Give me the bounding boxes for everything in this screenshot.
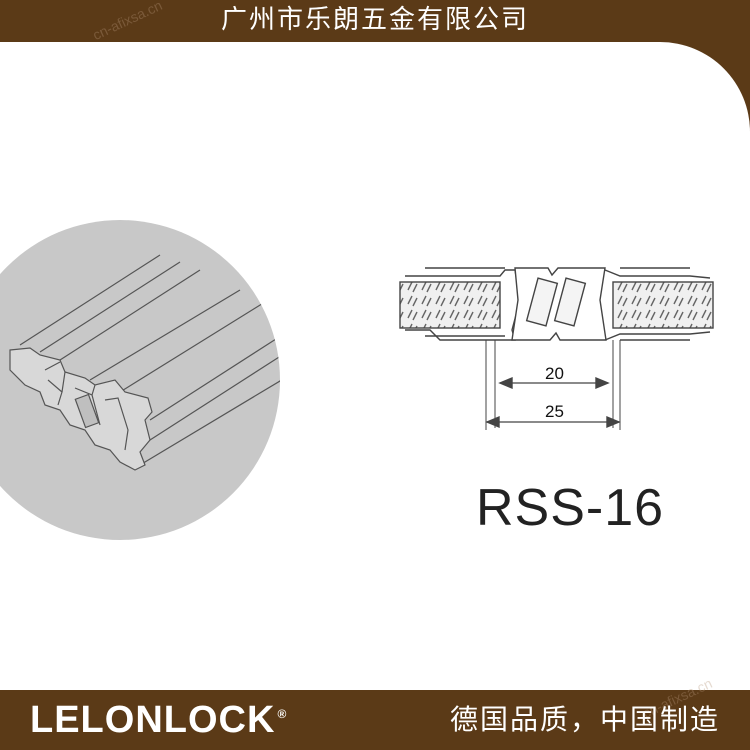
brand-slogan: 德国品质，中国制造	[449, 703, 720, 736]
dimension-label-outer: 25	[545, 402, 564, 421]
dimension-label-inner: 20	[545, 364, 564, 383]
footer-band	[0, 690, 750, 750]
brand-name: LELONLOCK	[30, 699, 276, 741]
brand-logo: LELONLOCK®	[30, 700, 287, 740]
profile-3d-view	[0, 220, 280, 540]
company-name: 广州市乐朗五金有限公司	[220, 5, 529, 35]
product-model: RSS-16	[476, 479, 665, 537]
cross-section-diagram	[399, 267, 714, 430]
registered-mark: ®	[277, 707, 288, 721]
